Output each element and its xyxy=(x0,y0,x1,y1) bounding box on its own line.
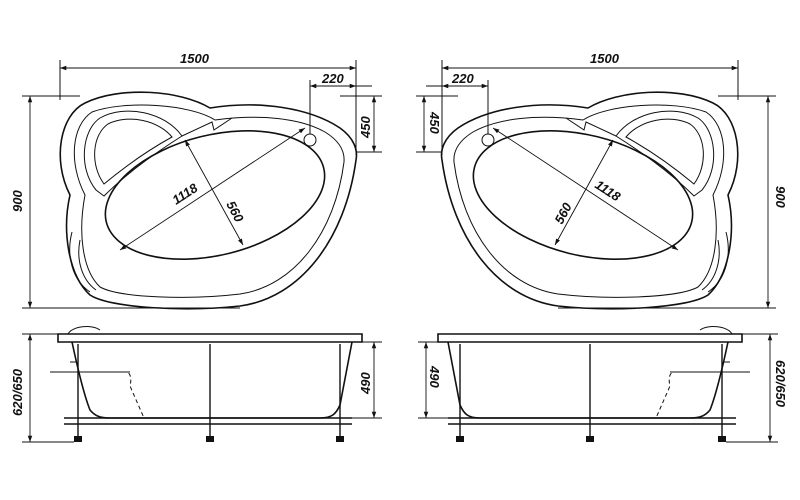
label-total-height-left: 620/650 xyxy=(10,368,25,416)
label-diagonal-long-right: 1118 xyxy=(592,177,623,205)
tub-inner-rim-right xyxy=(453,104,725,298)
tub-body-left xyxy=(71,341,353,419)
drain-hole-right xyxy=(481,133,495,147)
label-wing-depth-left: 450 xyxy=(358,116,373,139)
label-wing-depth-right: 450 xyxy=(427,111,442,134)
label-drain-offset-left: 220 xyxy=(321,71,344,86)
side-view-left: 620/650 490 xyxy=(10,326,382,443)
label-total-height-right: 620/650 xyxy=(773,360,788,408)
label-diagonal-long-left: 1118 xyxy=(169,180,200,208)
headrest-lobe-right xyxy=(615,110,715,197)
foot-left-3 xyxy=(336,436,344,442)
drain-hole-left xyxy=(303,133,317,147)
label-tub-height-right: 490 xyxy=(427,365,442,388)
plan-view-right xyxy=(416,60,776,310)
side-view-right xyxy=(418,326,778,443)
label-depth-right: 900 xyxy=(773,186,788,208)
tub-body-right xyxy=(447,341,729,419)
tub-inner-rim-left xyxy=(73,104,345,298)
headrest-lobe-left xyxy=(83,110,183,197)
label-width-left: 1500 xyxy=(180,51,210,66)
tub-outer-rim-left xyxy=(59,91,358,310)
label-tub-height-left: 490 xyxy=(358,372,373,395)
foot-left-2 xyxy=(206,436,214,442)
plan-view-left: 1118 560 1500 220 450 900 xyxy=(10,51,382,310)
label-diagonal-short-right: 560 xyxy=(551,200,575,227)
label-diagonal-short-left: 560 xyxy=(223,198,247,225)
label-width-right: 1500 xyxy=(590,51,620,66)
foot-left-1 xyxy=(74,436,82,442)
label-drain-offset-right: 220 xyxy=(451,71,474,86)
tub-outer-rim-right xyxy=(440,91,739,310)
label-depth-left: 900 xyxy=(10,190,25,212)
